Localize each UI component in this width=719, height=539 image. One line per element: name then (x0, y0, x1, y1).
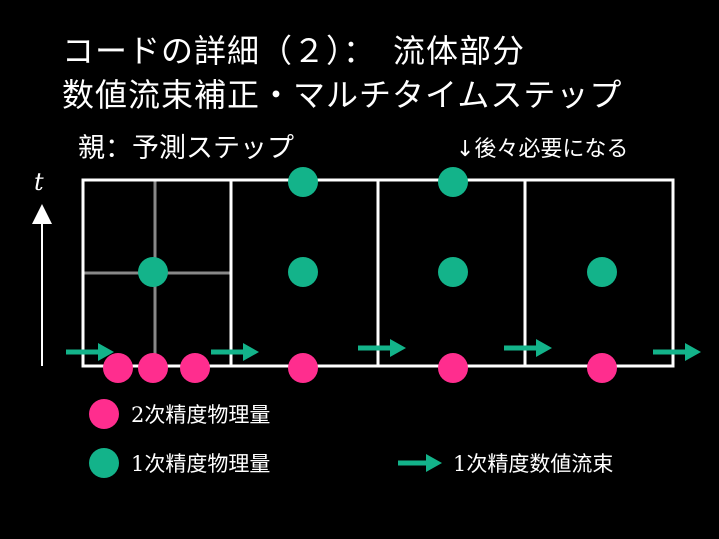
parent-step-label: 親：予測ステップ (78, 133, 294, 164)
coarse-grid (81, 178, 675, 368)
flux-arrow (66, 343, 114, 361)
first-order-point (138, 257, 168, 287)
legend-flux-label: 1次精度数値流束 (453, 451, 613, 477)
second-order-point (180, 353, 210, 383)
legend-second-order-marker (89, 399, 119, 429)
legend-flux-text: 次精度数値流束 (466, 452, 614, 476)
later-needed-note: ↓後々必要になる (456, 137, 629, 162)
legend-second-order-text: 次精度物理量 (144, 403, 271, 427)
first-order-point (288, 167, 318, 197)
title-line-2: 数値流束補正・マルチタイムステップ (62, 76, 623, 114)
legend-second-order-number: 2 (131, 403, 145, 427)
first-order-point (288, 257, 318, 287)
flux-arrow (358, 339, 406, 357)
title-line-1: コードの詳細（２）： 流体部分 (62, 32, 526, 70)
flux-arrow (211, 343, 259, 361)
time-axis-label: t (34, 168, 44, 196)
legend-second-order-label: 2次精度物理量 (131, 402, 270, 428)
first-order-points (138, 167, 617, 287)
legend-flux-number: 1 (453, 452, 467, 476)
first-order-point (587, 257, 617, 287)
second-order-point (288, 353, 318, 383)
legend-first-order-marker (89, 448, 119, 478)
legend-flux-marker (398, 454, 442, 472)
second-order-point (138, 353, 168, 383)
second-order-point (587, 353, 617, 383)
legend-first-order-label: 1次精度物理量 (131, 451, 270, 477)
second-order-point (438, 353, 468, 383)
first-order-point (438, 257, 468, 287)
flux-arrow (504, 339, 552, 357)
flux-arrows (66, 339, 701, 361)
flux-arrow (653, 343, 701, 361)
legend-first-order-number: 1 (131, 452, 145, 476)
legend-first-order-text: 次精度物理量 (144, 452, 271, 476)
first-order-point (438, 167, 468, 197)
second-order-point (103, 353, 133, 383)
second-order-points (103, 353, 617, 383)
